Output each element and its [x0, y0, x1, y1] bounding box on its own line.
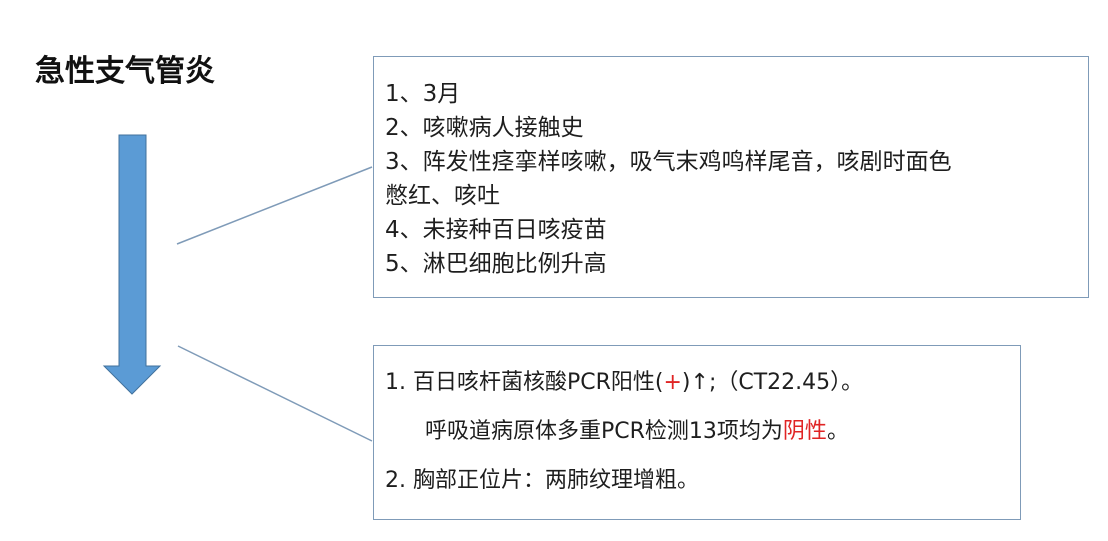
lab-item-multiplex: 呼吸道病原体多重PCR检测13项均为阴性。: [385, 407, 1020, 456]
down-arrow-icon: [102, 134, 162, 395]
connector-line-top: [176, 166, 373, 245]
clinical-features-box: 1、3月 2、咳嗽病人接触史 3、阵发性痉挛样咳嗽，吸气末鸡鸣样尾音，咳剧时面色…: [373, 56, 1089, 298]
lab-item-pcr-prefix: 1. 百日咳杆菌核酸PCR阳性(: [385, 370, 664, 395]
lab-item-multiplex-suffix: 。: [826, 419, 849, 444]
clinical-line-2: 2、咳嗽病人接触史: [385, 115, 584, 141]
clinical-line-1: 1、3月: [385, 81, 461, 107]
clinical-line-3-cont: 憋红、咳吐: [385, 183, 500, 209]
lab-results-box: 1. 百日咳杆菌核酸PCR阳性(+)↑;（CT22.45）。 呼吸道病原体多重P…: [373, 345, 1021, 520]
connector-line-bottom: [177, 345, 373, 442]
page-title: 急性支气管炎: [35, 54, 215, 89]
clinical-line-3: 3、阵发性痉挛样咳嗽，吸气末鸡鸣样尾音，咳剧时面色: [385, 149, 952, 175]
lab-item-pcr-suffix: )↑;（CT22.45）。: [681, 370, 864, 395]
clinical-line-5: 5、淋巴细胞比例升高: [385, 251, 607, 277]
lab-item-xray: 2. 胸部正位片：两肺纹理增粗。: [385, 468, 699, 493]
positive-sign: +: [663, 370, 682, 395]
lab-item-pcr: 1. 百日咳杆菌核酸PCR阳性(+)↑;（CT22.45）。: [385, 358, 1020, 407]
negative-result: 阴性: [782, 419, 827, 444]
clinical-line-4: 4、未接种百日咳疫苗: [385, 217, 607, 243]
lab-item-multiplex-prefix: 呼吸道病原体多重PCR检测13项均为: [425, 419, 783, 444]
